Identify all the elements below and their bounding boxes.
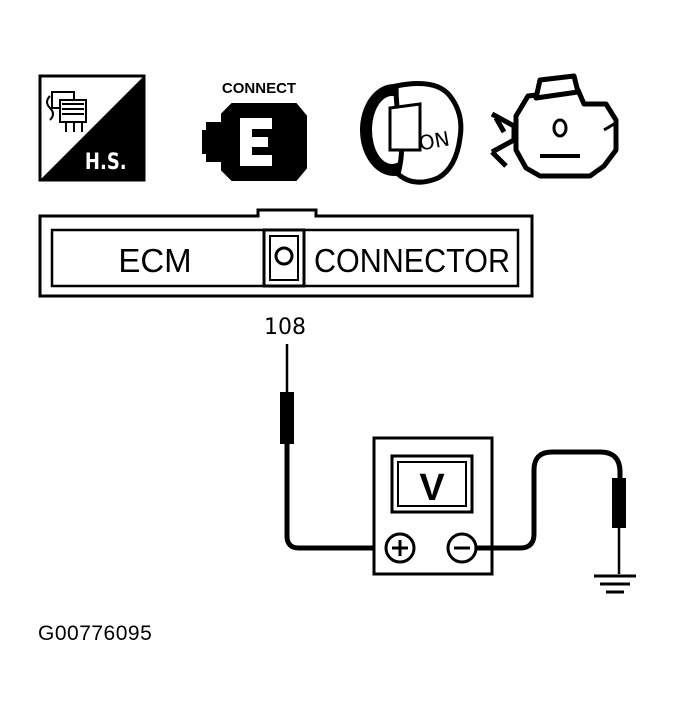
- engine-icon: [490, 73, 619, 179]
- connect-letter-e: [240, 118, 272, 166]
- svg-text:E: E: [0, 0, 1, 1]
- voltmeter-negative-terminal: −: [0, 0, 478, 564]
- voltmeter-unit-label: V: [419, 467, 445, 509]
- ecm-label: ECM: [118, 242, 191, 279]
- voltmeter-positive-terminal: +: [0, 0, 416, 564]
- connect-connector-icon: CONNECT E: [0, 0, 307, 181]
- hot-soak-icon: H.S.: [38, 74, 146, 182]
- ground-symbol-icon: [594, 574, 636, 594]
- negative-test-lead: [476, 449, 623, 551]
- positive-test-lead: [284, 444, 384, 551]
- figure-id: G00776095: [38, 622, 153, 645]
- voltmeter-display: [390, 454, 474, 514]
- connector-pin-terminal: [274, 246, 294, 266]
- positive-probe: [280, 344, 294, 444]
- connector-label: CONNECTOR: [314, 242, 510, 279]
- connect-label: CONNECT: [222, 80, 296, 97]
- ecm-connector: ECM CONNECTOR: [38, 208, 534, 298]
- negative-probe: [612, 478, 626, 574]
- svg-text:−: −: [0, 0, 1, 1]
- svg-text:+: +: [0, 0, 1, 1]
- voltmeter: V + −: [0, 0, 494, 576]
- pin-number-label: 108: [264, 315, 306, 340]
- hot-soak-label: H.S.: [85, 148, 127, 174]
- ignition-on-label: ON: [417, 127, 451, 156]
- ignition-key-on-icon: ON: [360, 81, 464, 185]
